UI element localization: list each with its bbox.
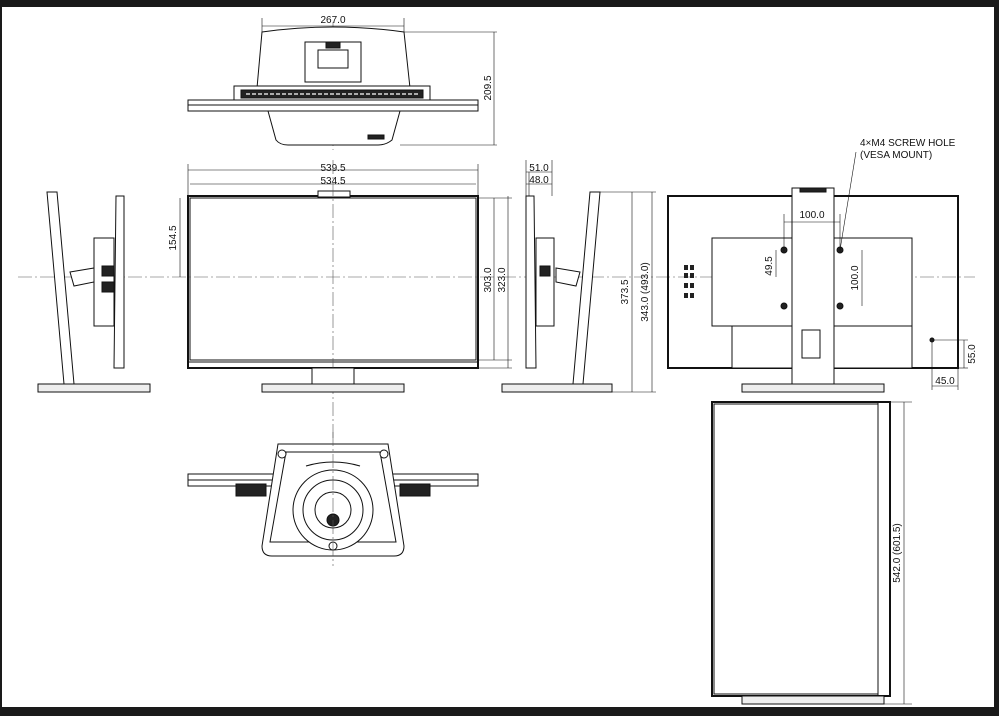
dim-side-depth-inner: 48.0 bbox=[529, 175, 549, 186]
brand-logo bbox=[367, 134, 385, 140]
pivot-view: 542.0 (601.5) bbox=[711, 401, 912, 705]
dim-pivot-height: 542.0 (601.5) bbox=[892, 523, 903, 583]
dim-side-depth-outer: 51.0 bbox=[529, 163, 549, 174]
screw-hole-label: 4×M4 SCREW HOLE bbox=[860, 138, 956, 149]
front-view: 539.5 534.5 154.5 303.0 323.0 bbox=[18, 160, 975, 440]
dim-top-depth: 209.5 bbox=[483, 75, 494, 100]
dim-port-offset: 45.0 bbox=[935, 376, 955, 387]
dim-min-height: 373.5 bbox=[620, 279, 631, 304]
dim-center-height: 154.5 bbox=[168, 225, 179, 250]
dim-bezel-height: 323.0 bbox=[497, 267, 508, 292]
dim-vesa-width: 100.0 bbox=[799, 210, 824, 221]
dim-screen-height: 303.0 bbox=[483, 267, 494, 292]
dim-vesa-half: 49.5 bbox=[764, 256, 775, 276]
dim-vesa-height: 100.0 bbox=[850, 265, 861, 290]
dim-top-width: 267.0 bbox=[320, 15, 345, 26]
dim-port-height: 55.0 bbox=[967, 344, 978, 364]
dim-height-range: 343.0 (493.0) bbox=[640, 262, 651, 322]
bottom-view bbox=[187, 432, 479, 566]
left-side-view bbox=[37, 191, 151, 393]
dim-screen-width: 534.5 bbox=[320, 176, 345, 187]
vesa-mount-label: (VESA MOUNT) bbox=[860, 150, 932, 161]
right-side-view: 51.0 48.0 373.5 343.0 (493.0) bbox=[501, 160, 656, 393]
top-view: 267.0 209.5 bbox=[187, 15, 497, 150]
rear-view: 100.0 49.5 100.0 4×M4 SCREW HOLE (VESA M… bbox=[667, 138, 978, 393]
